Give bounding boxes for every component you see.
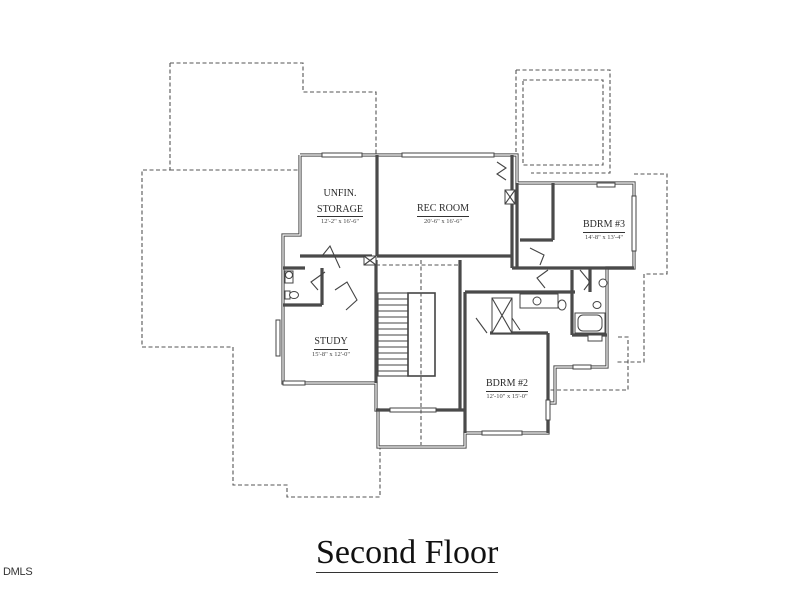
room-dimensions: 20'-6" x 16'-6" [424,217,462,225]
room-name: REC ROOM [417,203,469,217]
room-dimensions: 14'-8" x 13'-4" [585,233,623,241]
room-label-rec-room: REC ROOM 20'-6" x 16'-6" [403,199,483,225]
windows [275,152,637,436]
plan-title: Second Floor [316,534,499,573]
door-swings [310,161,591,334]
room-dimensions: 12'-2" x 16'-6" [321,218,359,225]
room-label-unfin-storage: UNFIN. STORAGE 12'-2" x 16'-6" [304,188,376,226]
room-label-study: STUDY 15'-8" x 12'-0" [298,332,364,358]
lower-roof-outline [141,62,668,498]
room-name: BDRM #2 [486,378,528,392]
room-name: BDRM #3 [583,219,625,233]
room-dimensions: 15'-8" x 12'-0" [312,350,350,358]
bathroom-fixtures [284,189,608,342]
room-name-line1: UNFIN. [323,188,357,199]
source-watermark: DMLS [3,566,33,578]
room-name: STUDY [314,336,348,350]
room-label-bdrm-3: BDRM #3 14'-8" x 13'-4" [568,215,640,241]
room-dimensions: 12'-10" x 15'-0" [486,392,528,400]
room-label-bdrm-2: BDRM #2 12'-10" x 15'-0" [472,374,542,400]
room-name-line2: STORAGE [317,204,363,217]
staircase [376,260,460,445]
